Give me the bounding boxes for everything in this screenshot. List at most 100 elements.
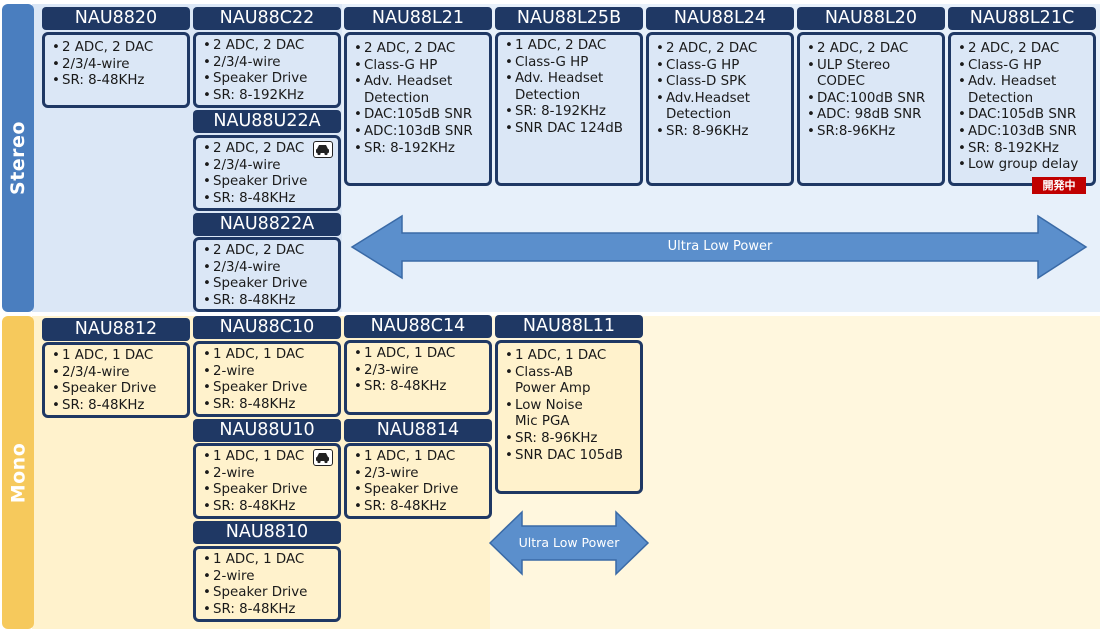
feature-item: Speaker Drive bbox=[203, 585, 334, 602]
feature-item: 2 ADC, 2 DAC bbox=[354, 41, 485, 58]
feature-item: 1 ADC, 1 DAC bbox=[354, 449, 485, 466]
feature-item: SR: 8-192KHz bbox=[203, 88, 334, 105]
feature-item: SR: 8-192KHz bbox=[505, 104, 636, 121]
feature-item: Speaker Drive bbox=[203, 380, 334, 397]
feature-item: Power Amp bbox=[515, 381, 591, 397]
feature-item: Speaker Drive bbox=[203, 276, 334, 293]
feature-item: SR: 8-48KHz bbox=[203, 293, 334, 310]
part-card-nau88c22: 2 ADC, 2 DAC 2/3/4-wire Speaker Drive SR… bbox=[193, 32, 341, 108]
feature-item: SR: 8-96KHz bbox=[505, 431, 636, 448]
feature-item: Detection bbox=[968, 90, 1034, 106]
feature-item: DAC:105dB SNR bbox=[958, 107, 1089, 124]
feature-list: 2 ADC, 2 DAC Class-G HP Adv. Headset Det… bbox=[347, 41, 489, 157]
feature-list: 2 ADC, 2 DAC Class-G HP Class-D SPK Adv.… bbox=[649, 41, 791, 141]
feature-item: SR: 8-192KHz bbox=[958, 141, 1089, 158]
part-header-nau8810: NAU8810 bbox=[193, 521, 341, 544]
feature-list: 1 ADC, 1 DAC 2-wire Speaker Drive SR: 8-… bbox=[196, 552, 338, 618]
part-header-nau88c22: NAU88C22 bbox=[193, 7, 341, 30]
feature-item: 1 ADC, 2 DAC bbox=[505, 38, 636, 55]
feature-item: Speaker Drive bbox=[52, 381, 183, 398]
feature-item: 2 ADC, 2 DAC bbox=[656, 41, 787, 58]
feature-item: 2-wire bbox=[203, 364, 334, 381]
feature-item: 2 ADC, 2 DAC bbox=[52, 40, 183, 57]
feature-item: Adv. Headset bbox=[958, 74, 1089, 91]
part-card-nau8810: 1 ADC, 1 DAC 2-wire Speaker Drive SR: 8-… bbox=[193, 546, 341, 622]
feature-item: Mic PGA bbox=[515, 414, 570, 430]
feature-item: SR: 8-48KHz bbox=[354, 499, 485, 516]
feature-item: SR: 8-48KHz bbox=[203, 397, 334, 414]
feature-item: Class-D SPK bbox=[656, 74, 787, 91]
feature-list: 2 ADC, 2 DAC ULP Stereo CODEC DAC:100dB … bbox=[800, 41, 942, 141]
feature-item: Adv. Headset bbox=[505, 71, 636, 88]
part-header-nau88l11: NAU88L11 bbox=[495, 315, 643, 338]
part-card-nau88l21c: 2 ADC, 2 DAC Class-G HP Adv. Headset Det… bbox=[948, 32, 1096, 186]
feature-item: Detection bbox=[364, 90, 430, 106]
feature-item: SNR DAC 105dB bbox=[505, 448, 636, 465]
mono-section-label: Mono bbox=[7, 442, 30, 503]
part-header-nau8820: NAU8820 bbox=[42, 7, 190, 30]
part-card-nau8812: 1 ADC, 1 DAC 2/3/4-wire Speaker Drive SR… bbox=[42, 342, 190, 418]
part-card-nau88l20: 2 ADC, 2 DAC ULP Stereo CODEC DAC:100dB … bbox=[797, 32, 945, 186]
part-card-nau88l11: 1 ADC, 1 DAC Class-AB Power Amp Low Nois… bbox=[495, 340, 643, 494]
feature-item: DAC:105dB SNR bbox=[354, 107, 485, 124]
part-header-nau88c10: NAU88C10 bbox=[193, 316, 341, 339]
feature-item: SR: 8-48KHz bbox=[203, 499, 334, 516]
feature-list: 1 ADC, 1 DAC 2-wire Speaker Drive SR: 8-… bbox=[196, 449, 338, 515]
stereo-section-tab: Stereo bbox=[2, 4, 34, 312]
feature-item: 1 ADC, 1 DAC bbox=[505, 348, 636, 365]
feature-item: 2 ADC, 2 DAC bbox=[807, 41, 938, 58]
feature-item: SR: 8-96KHz bbox=[656, 124, 787, 141]
feature-item: 2/3/4-wire bbox=[52, 57, 183, 74]
mono-section-tab: Mono bbox=[2, 316, 34, 629]
feature-item: Adv.Headset bbox=[656, 91, 787, 108]
feature-item: Detection bbox=[515, 87, 581, 103]
feature-list: 2 ADC, 2 DAC Class-G HP Adv. Headset Det… bbox=[951, 41, 1093, 174]
feature-item: 2/3/4-wire bbox=[52, 365, 183, 382]
part-card-nau8820: 2 ADC, 2 DAC 2/3/4-wire SR: 8-48KHz bbox=[42, 32, 190, 108]
feature-item: SNR DAC 124dB bbox=[505, 121, 636, 138]
feature-item: Class-G HP bbox=[354, 58, 485, 75]
feature-item: ADC: 98dB SNR bbox=[807, 107, 938, 124]
part-header-nau88l25b: NAU88L25B bbox=[495, 7, 643, 30]
part-header-nau88u10: NAU88U10 bbox=[193, 419, 341, 442]
part-header-nau88l24: NAU88L24 bbox=[646, 7, 794, 30]
part-card-nau88l24: 2 ADC, 2 DAC Class-G HP Class-D SPK Adv.… bbox=[646, 32, 794, 186]
part-header-nau88u22a: NAU88U22A bbox=[193, 110, 341, 133]
feature-item: SR: 8-48KHz bbox=[203, 602, 334, 619]
feature-item: Detection bbox=[666, 107, 732, 123]
feature-item: 2/3/4-wire bbox=[203, 55, 334, 72]
feature-list: 2 ADC, 2 DAC 2/3/4-wire Speaker Drive SR… bbox=[196, 141, 338, 207]
feature-item: 1 ADC, 1 DAC bbox=[52, 348, 183, 365]
feature-item: SR: 8-48KHz bbox=[52, 73, 183, 90]
feature-item: 1 ADC, 1 DAC bbox=[203, 347, 334, 364]
part-header-nau88c14: NAU88C14 bbox=[344, 315, 492, 338]
feature-list: 2 ADC, 2 DAC 2/3/4-wire Speaker Drive SR… bbox=[196, 243, 338, 309]
feature-item: 2/3/4-wire bbox=[203, 260, 334, 277]
mono-ultra-low-power-label: Ultra Low Power bbox=[518, 535, 620, 550]
feature-item: ULP Stereo bbox=[807, 58, 938, 75]
feature-item: 2/3/4-wire bbox=[203, 158, 334, 175]
feature-item: 2 ADC, 2 DAC bbox=[958, 41, 1089, 58]
mono-ultra-low-power-arrow bbox=[488, 510, 650, 576]
feature-item: 2/3-wire bbox=[354, 466, 485, 483]
feature-item: SR: 8-192KHz bbox=[354, 141, 485, 158]
car-icon bbox=[313, 141, 333, 158]
part-card-nau88u10: 1 ADC, 1 DAC 2-wire Speaker Drive SR: 8-… bbox=[193, 443, 341, 519]
part-header-nau88l21: NAU88L21 bbox=[344, 7, 492, 30]
part-header-nau88l21c: NAU88L21C bbox=[948, 7, 1096, 30]
feature-item: CODEC bbox=[817, 74, 866, 90]
feature-item: Adv. Headset bbox=[354, 74, 485, 91]
feature-item: 2 ADC, 2 DAC bbox=[203, 38, 334, 55]
part-header-nau8814: NAU8814 bbox=[344, 419, 492, 442]
stereo-ultra-low-power-label: Ultra Low Power bbox=[667, 239, 773, 254]
feature-list: 1 ADC, 1 DAC Class-AB Power Amp Low Nois… bbox=[498, 348, 640, 464]
car-icon bbox=[313, 449, 333, 466]
feature-item: 2 ADC, 2 DAC bbox=[203, 141, 334, 158]
part-header-nau88l20: NAU88L20 bbox=[797, 7, 945, 30]
part-card-nau88c10: 1 ADC, 1 DAC 2-wire Speaker Drive SR: 8-… bbox=[193, 341, 341, 417]
in-development-badge: 開発中 bbox=[1032, 177, 1086, 194]
feature-list: 1 ADC, 1 DAC 2/3-wire SR: 8-48KHz bbox=[347, 346, 489, 396]
feature-item: 2-wire bbox=[203, 569, 334, 586]
feature-item: 1 ADC, 1 DAC bbox=[203, 449, 334, 466]
feature-item: Low Noise bbox=[505, 398, 636, 415]
